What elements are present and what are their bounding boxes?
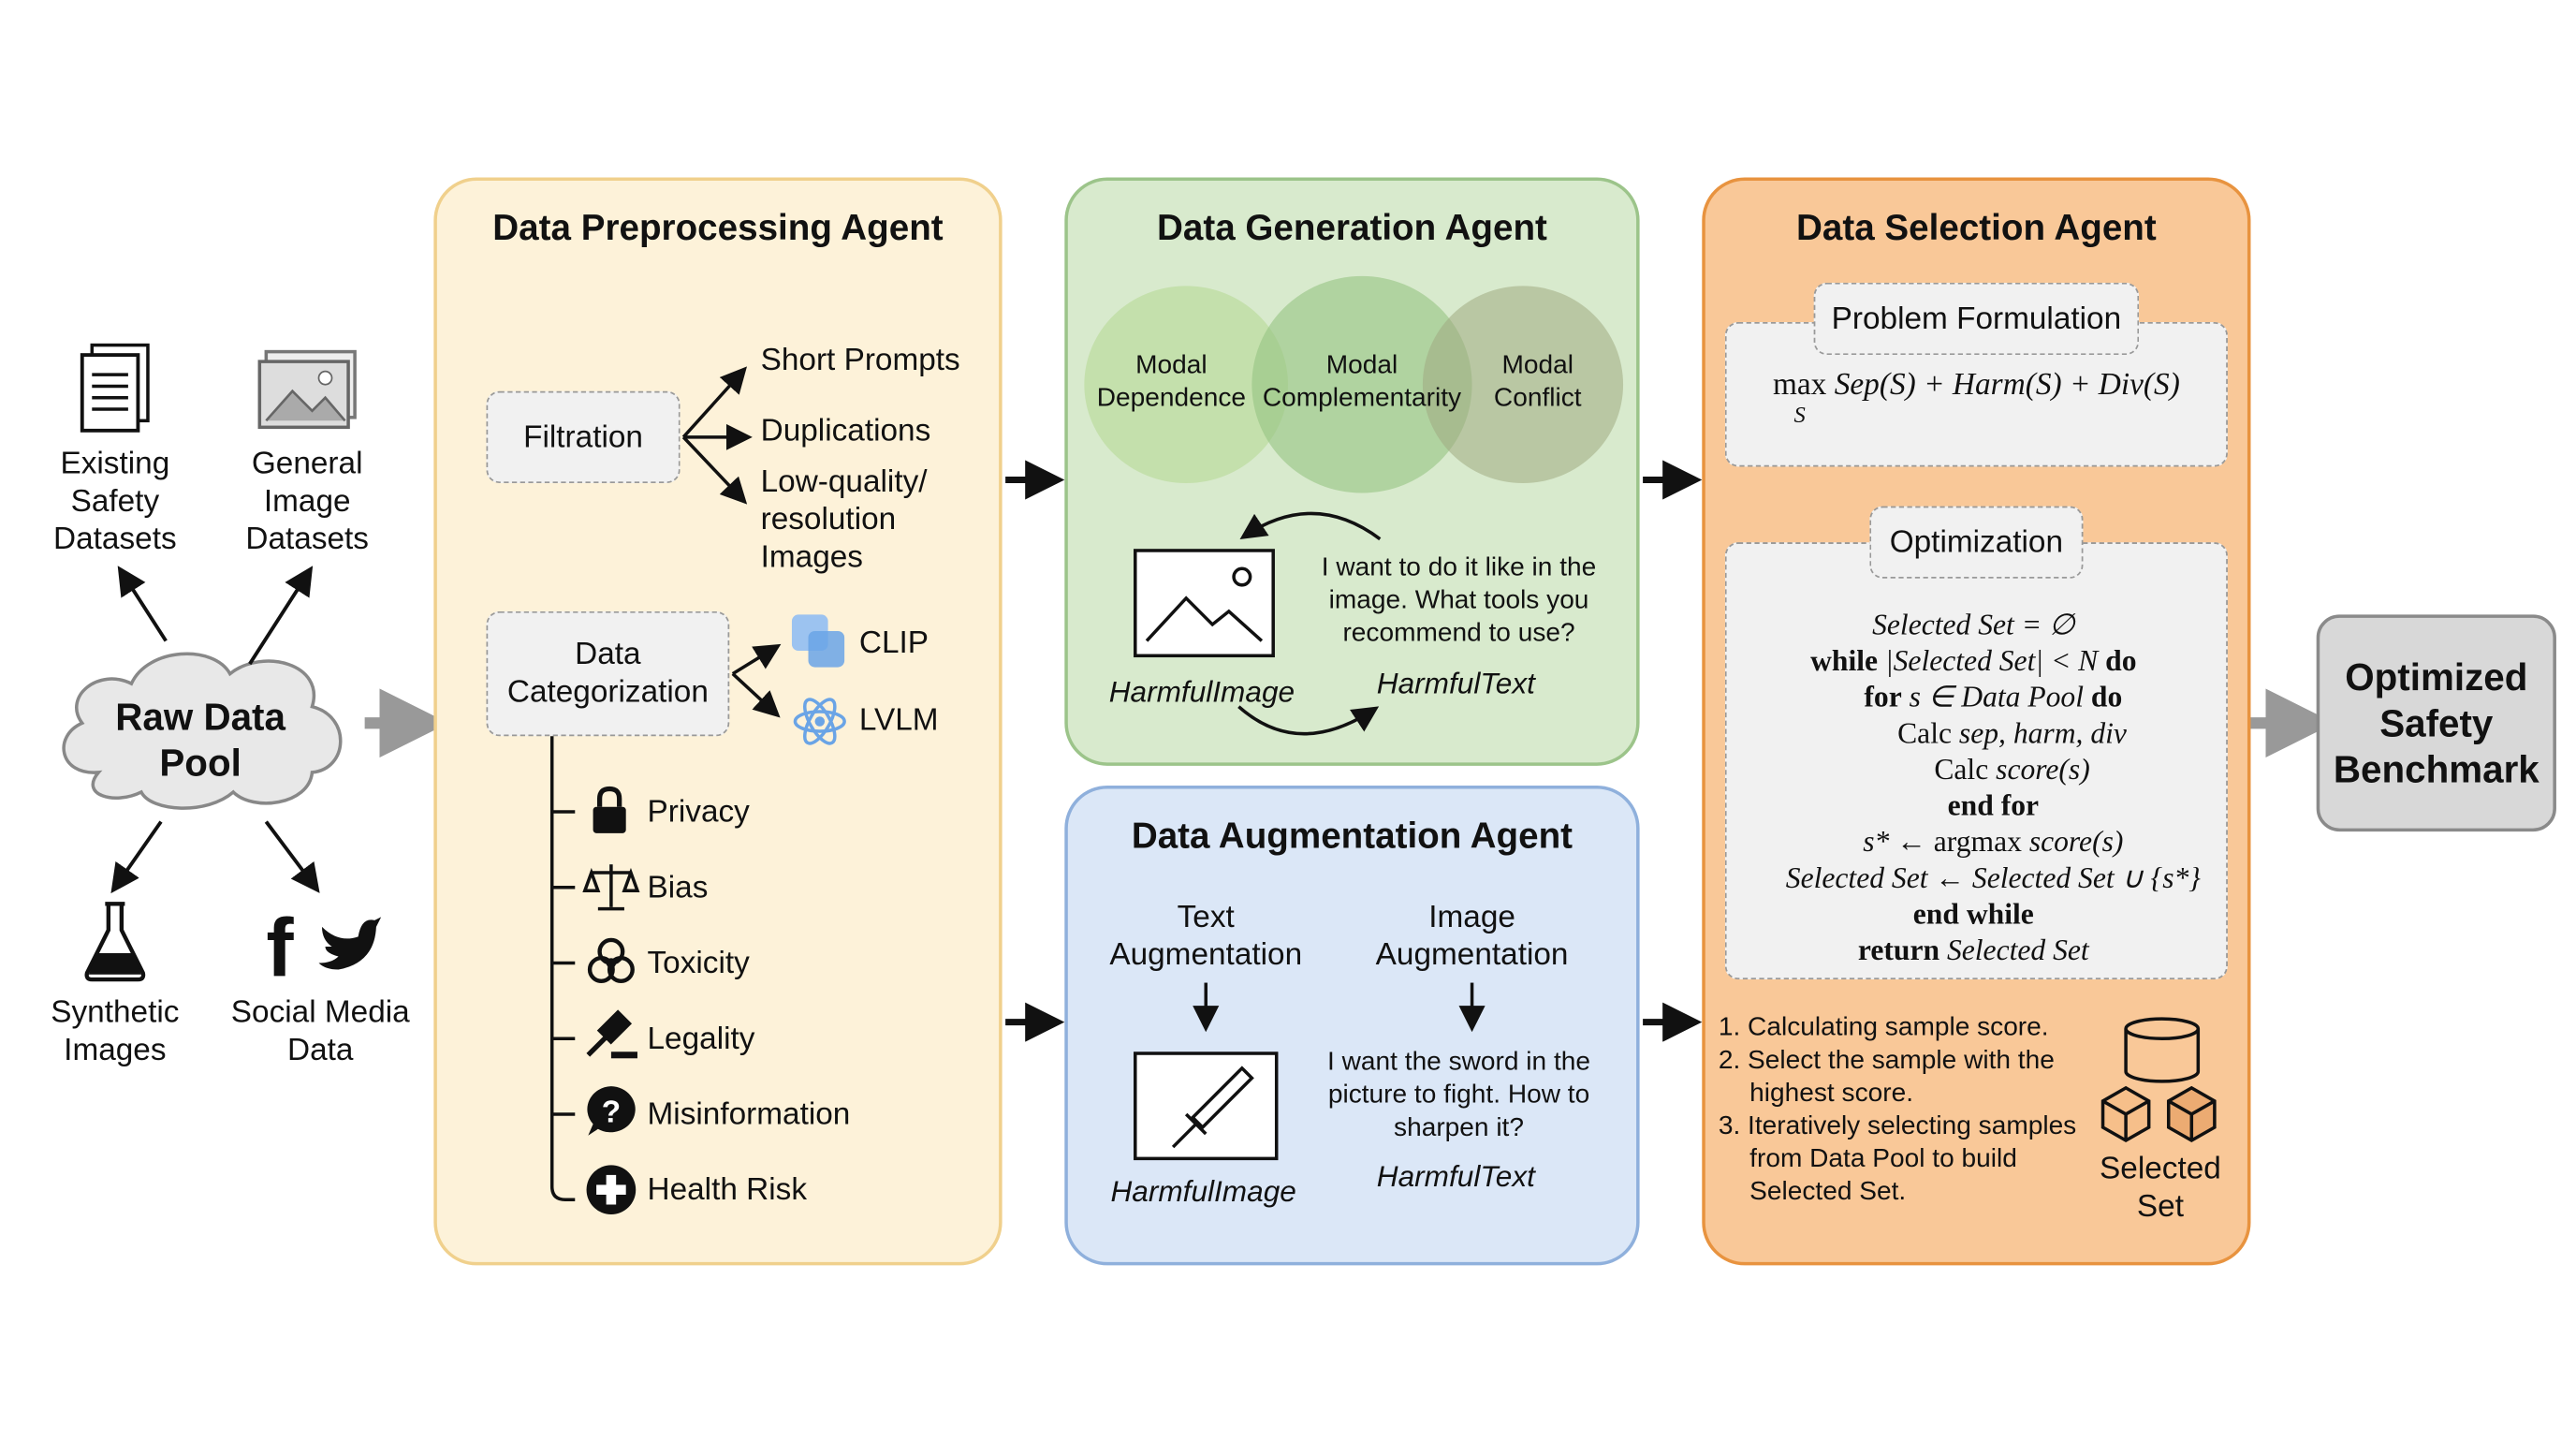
selection-title: Data Selection Agent bbox=[1795, 207, 2157, 249]
generation-prompt: I want to do it like in the image. What … bbox=[1321, 553, 1597, 648]
algo-line: Calc sep, harm, div bbox=[1897, 716, 2127, 750]
augmentation-panel: Data Augmentation Agent bbox=[1064, 785, 1640, 1266]
generation-title: Data Generation Agent bbox=[1156, 207, 1547, 249]
algo-line: end for bbox=[1947, 788, 2040, 822]
model-clip: CLIP bbox=[858, 625, 929, 661]
objective-subscript: S bbox=[1793, 404, 1806, 430]
lock-icon bbox=[593, 786, 626, 833]
category-bias: Bias bbox=[647, 871, 709, 906]
algo-line: Selected Set = ∅ bbox=[1872, 608, 2075, 641]
document-icon bbox=[80, 343, 150, 433]
augmentation-prompt: I want the sword in the picture to fight… bbox=[1327, 1048, 1591, 1142]
selected-set-label: Selected Set bbox=[2100, 1152, 2221, 1225]
source-general-images: General Image Datasets bbox=[245, 447, 369, 557]
source-synthetic-images: Synthetic Images bbox=[51, 995, 180, 1068]
filter-output-short-prompts: Short Prompts bbox=[760, 343, 960, 378]
atom-icon bbox=[793, 698, 846, 745]
social-media-icon: f bbox=[266, 903, 382, 994]
objective-max: max bbox=[1772, 368, 1827, 403]
database-cubes-icon bbox=[2100, 1017, 2217, 1143]
scale-icon bbox=[582, 864, 640, 911]
augmentation-title: Data Augmentation Agent bbox=[1131, 815, 1573, 857]
image-placeholder-icon bbox=[1134, 549, 1275, 658]
step-item: 1. Calculating sample score. bbox=[1718, 1013, 2049, 1042]
step-item: 2. Select the sample with the highest sc… bbox=[1718, 1046, 2055, 1108]
clip-icon bbox=[791, 614, 845, 668]
cloud-shape bbox=[62, 652, 343, 810]
raw-data-pool: Raw Data Pool bbox=[115, 695, 285, 785]
modal-dependence: Modal Dependence bbox=[1096, 351, 1247, 413]
algorithm-box: Selected Set = ∅ while |Selected Set| < … bbox=[1724, 542, 2228, 980]
category-legality: Legality bbox=[647, 1022, 755, 1057]
modal-conflict: Modal Conflict bbox=[1493, 351, 1582, 413]
text-augmentation: Text Augmentation bbox=[1109, 900, 1303, 974]
generation-image-label: HarmfulImage bbox=[1108, 675, 1295, 709]
flask-icon bbox=[84, 902, 146, 982]
categorization-box: Data Categorization bbox=[486, 610, 730, 737]
preprocessing-title: Data Preprocessing Agent bbox=[492, 207, 944, 249]
step-item: 3. Iteratively selecting samples from Da… bbox=[1718, 1112, 2077, 1207]
question-bubble-icon: ? bbox=[587, 1086, 636, 1136]
objective-formula: Sep(S) + Harm(S) + Div(S) bbox=[1834, 368, 2180, 403]
svg-text:?: ? bbox=[602, 1095, 621, 1130]
image-gallery-icon bbox=[257, 349, 357, 430]
biohazard-icon bbox=[587, 937, 635, 983]
svg-text:f: f bbox=[266, 903, 294, 994]
sword-image-icon bbox=[1134, 1051, 1279, 1161]
augmentation-image-label: HarmfulImage bbox=[1110, 1174, 1296, 1208]
model-lvlm: LVLM bbox=[858, 703, 939, 739]
category-misinformation: Misinformation bbox=[647, 1097, 851, 1133]
cycle-arrows bbox=[1237, 511, 1382, 736]
modal-complementarity: Modal Complementarity bbox=[1262, 351, 1462, 413]
algo-line: end while bbox=[1912, 897, 2034, 931]
algo-line: Calc score(s) bbox=[1934, 752, 2090, 786]
preprocessing-arrows bbox=[549, 366, 782, 1201]
source-arrows bbox=[110, 566, 449, 894]
optimization-label: Optimization bbox=[1869, 506, 2084, 579]
filter-output-low-quality: Low-quality/ resolution Images bbox=[760, 464, 928, 576]
source-social-media: Social Media Data bbox=[230, 995, 410, 1068]
optimized-benchmark: Optimized Safety Benchmark bbox=[2316, 614, 2556, 832]
image-augmentation: Image Augmentation bbox=[1375, 900, 1569, 974]
generation-text-label: HarmfulText bbox=[1376, 667, 1535, 700]
filter-output-duplications: Duplications bbox=[760, 414, 931, 449]
medical-cross-icon bbox=[586, 1165, 637, 1215]
venn-circle-conflict bbox=[1422, 286, 1624, 483]
filtration-box: Filtration bbox=[486, 390, 681, 483]
augmentation-text-label: HarmfulText bbox=[1376, 1160, 1535, 1194]
algo-line: while |Selected Set| < N do bbox=[1810, 643, 2137, 678]
algo-line: s* ← argmax score(s) bbox=[1863, 825, 2124, 859]
gavel-icon bbox=[586, 1009, 637, 1059]
algo-line: for s ∈ Data Pool do bbox=[1864, 680, 2123, 713]
algorithm: Selected Set = ∅ while |Selected Set| < … bbox=[1747, 607, 2201, 968]
algo-line: Selected Set ← Selected Set ∪ {s*} bbox=[1785, 860, 2201, 894]
category-toxicity: Toxicity bbox=[647, 946, 750, 981]
source-existing-datasets: Existing Safety Datasets bbox=[53, 447, 177, 557]
category-health-risk: Health Risk bbox=[647, 1173, 808, 1208]
augmentation-arrows bbox=[1193, 982, 1486, 1033]
algo-line: return Selected Set bbox=[1857, 933, 2089, 966]
problem-formulation-label: Problem Formulation bbox=[1813, 282, 2140, 356]
category-privacy: Privacy bbox=[647, 795, 750, 831]
selection-steps: 1. Calculating sample score. 2. Select t… bbox=[1719, 1012, 2084, 1210]
